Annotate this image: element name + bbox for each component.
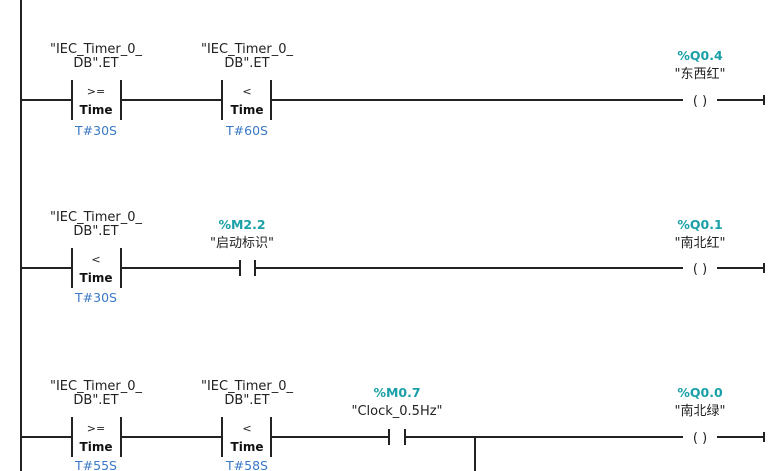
operand-tag-line1: "IEC_Timer_0_: [50, 379, 143, 394]
network-2: "IEC_Timer_0_ DB".ET < Time T#30S %M2.2 …: [21, 210, 765, 305]
coil-tag-name[interactable]: "东西红": [675, 66, 726, 82]
compare-operator: >=: [87, 422, 105, 435]
compare-operator: <: [242, 85, 251, 98]
operand-tag-line2: DB".ET: [224, 56, 269, 71]
coil-address[interactable]: %Q0.0: [677, 385, 723, 400]
compare-operator: >=: [87, 85, 105, 98]
coil-tag-name[interactable]: "南北绿": [675, 403, 726, 419]
compare-instruction-lt[interactable]: "IEC_Timer_0_ DB".ET < Time T#58S: [201, 379, 294, 471]
coil-address[interactable]: %Q0.4: [677, 48, 723, 63]
output-coil[interactable]: %Q0.4 "东西红" ( ): [675, 48, 726, 109]
compare-instruction-lt[interactable]: "IEC_Timer_0_ DB".ET < Time T#60S: [201, 42, 294, 138]
compare-value[interactable]: T#55S: [74, 458, 117, 471]
network-1: "IEC_Timer_0_ DB".ET >= Time T#30S "IEC_…: [21, 42, 765, 138]
contact-tag-name[interactable]: "Clock_0.5Hz": [351, 404, 442, 419]
operand-tag-line1: "IEC_Timer_0_: [201, 42, 294, 57]
compare-type: Time: [231, 440, 264, 454]
compare-instruction-ge[interactable]: "IEC_Timer_0_ DB".ET >= Time T#30S: [50, 42, 143, 138]
normally-open-contact[interactable]: %M0.7 "Clock_0.5Hz": [351, 385, 443, 445]
coil-symbol: ( ): [693, 262, 707, 277]
operand-tag-line2: DB".ET: [73, 56, 118, 71]
compare-operator: <: [242, 422, 251, 435]
compare-type: Time: [80, 440, 113, 454]
compare-value[interactable]: T#30S: [74, 123, 117, 138]
operand-tag-line1: "IEC_Timer_0_: [50, 210, 143, 225]
output-coil[interactable]: %Q0.0 "南北绿" ( ): [675, 385, 726, 446]
contact-address[interactable]: %M0.7: [373, 385, 420, 400]
coil-tag-name[interactable]: "南北红": [675, 235, 726, 251]
network-3: "IEC_Timer_0_ DB".ET >= Time T#55S "IEC_…: [21, 379, 765, 471]
compare-type: Time: [231, 103, 264, 117]
operand-tag-line2: DB".ET: [73, 224, 118, 239]
contact-address[interactable]: %M2.2: [218, 217, 265, 232]
contact-tag-name[interactable]: "启动标识": [210, 236, 274, 251]
compare-value[interactable]: T#60S: [225, 123, 268, 138]
compare-value[interactable]: T#30S: [74, 290, 117, 305]
operand-tag-line2: DB".ET: [73, 393, 118, 408]
compare-instruction-ge[interactable]: "IEC_Timer_0_ DB".ET >= Time T#55S: [50, 379, 143, 471]
operand-tag-line1: "IEC_Timer_0_: [201, 379, 294, 394]
compare-value[interactable]: T#58S: [225, 458, 268, 471]
compare-type: Time: [80, 271, 113, 285]
compare-instruction-lt[interactable]: "IEC_Timer_0_ DB".ET < Time T#30S: [50, 210, 143, 305]
coil-symbol: ( ): [693, 94, 707, 109]
operand-tag-line1: "IEC_Timer_0_: [50, 42, 143, 57]
normally-open-contact[interactable]: %M2.2 "启动标识": [210, 217, 274, 276]
compare-type: Time: [80, 103, 113, 117]
output-coil[interactable]: %Q0.1 "南北红" ( ): [675, 217, 726, 277]
coil-symbol: ( ): [693, 431, 707, 446]
compare-operator: <: [91, 253, 100, 266]
operand-tag-line2: DB".ET: [224, 393, 269, 408]
coil-address[interactable]: %Q0.1: [677, 217, 722, 232]
